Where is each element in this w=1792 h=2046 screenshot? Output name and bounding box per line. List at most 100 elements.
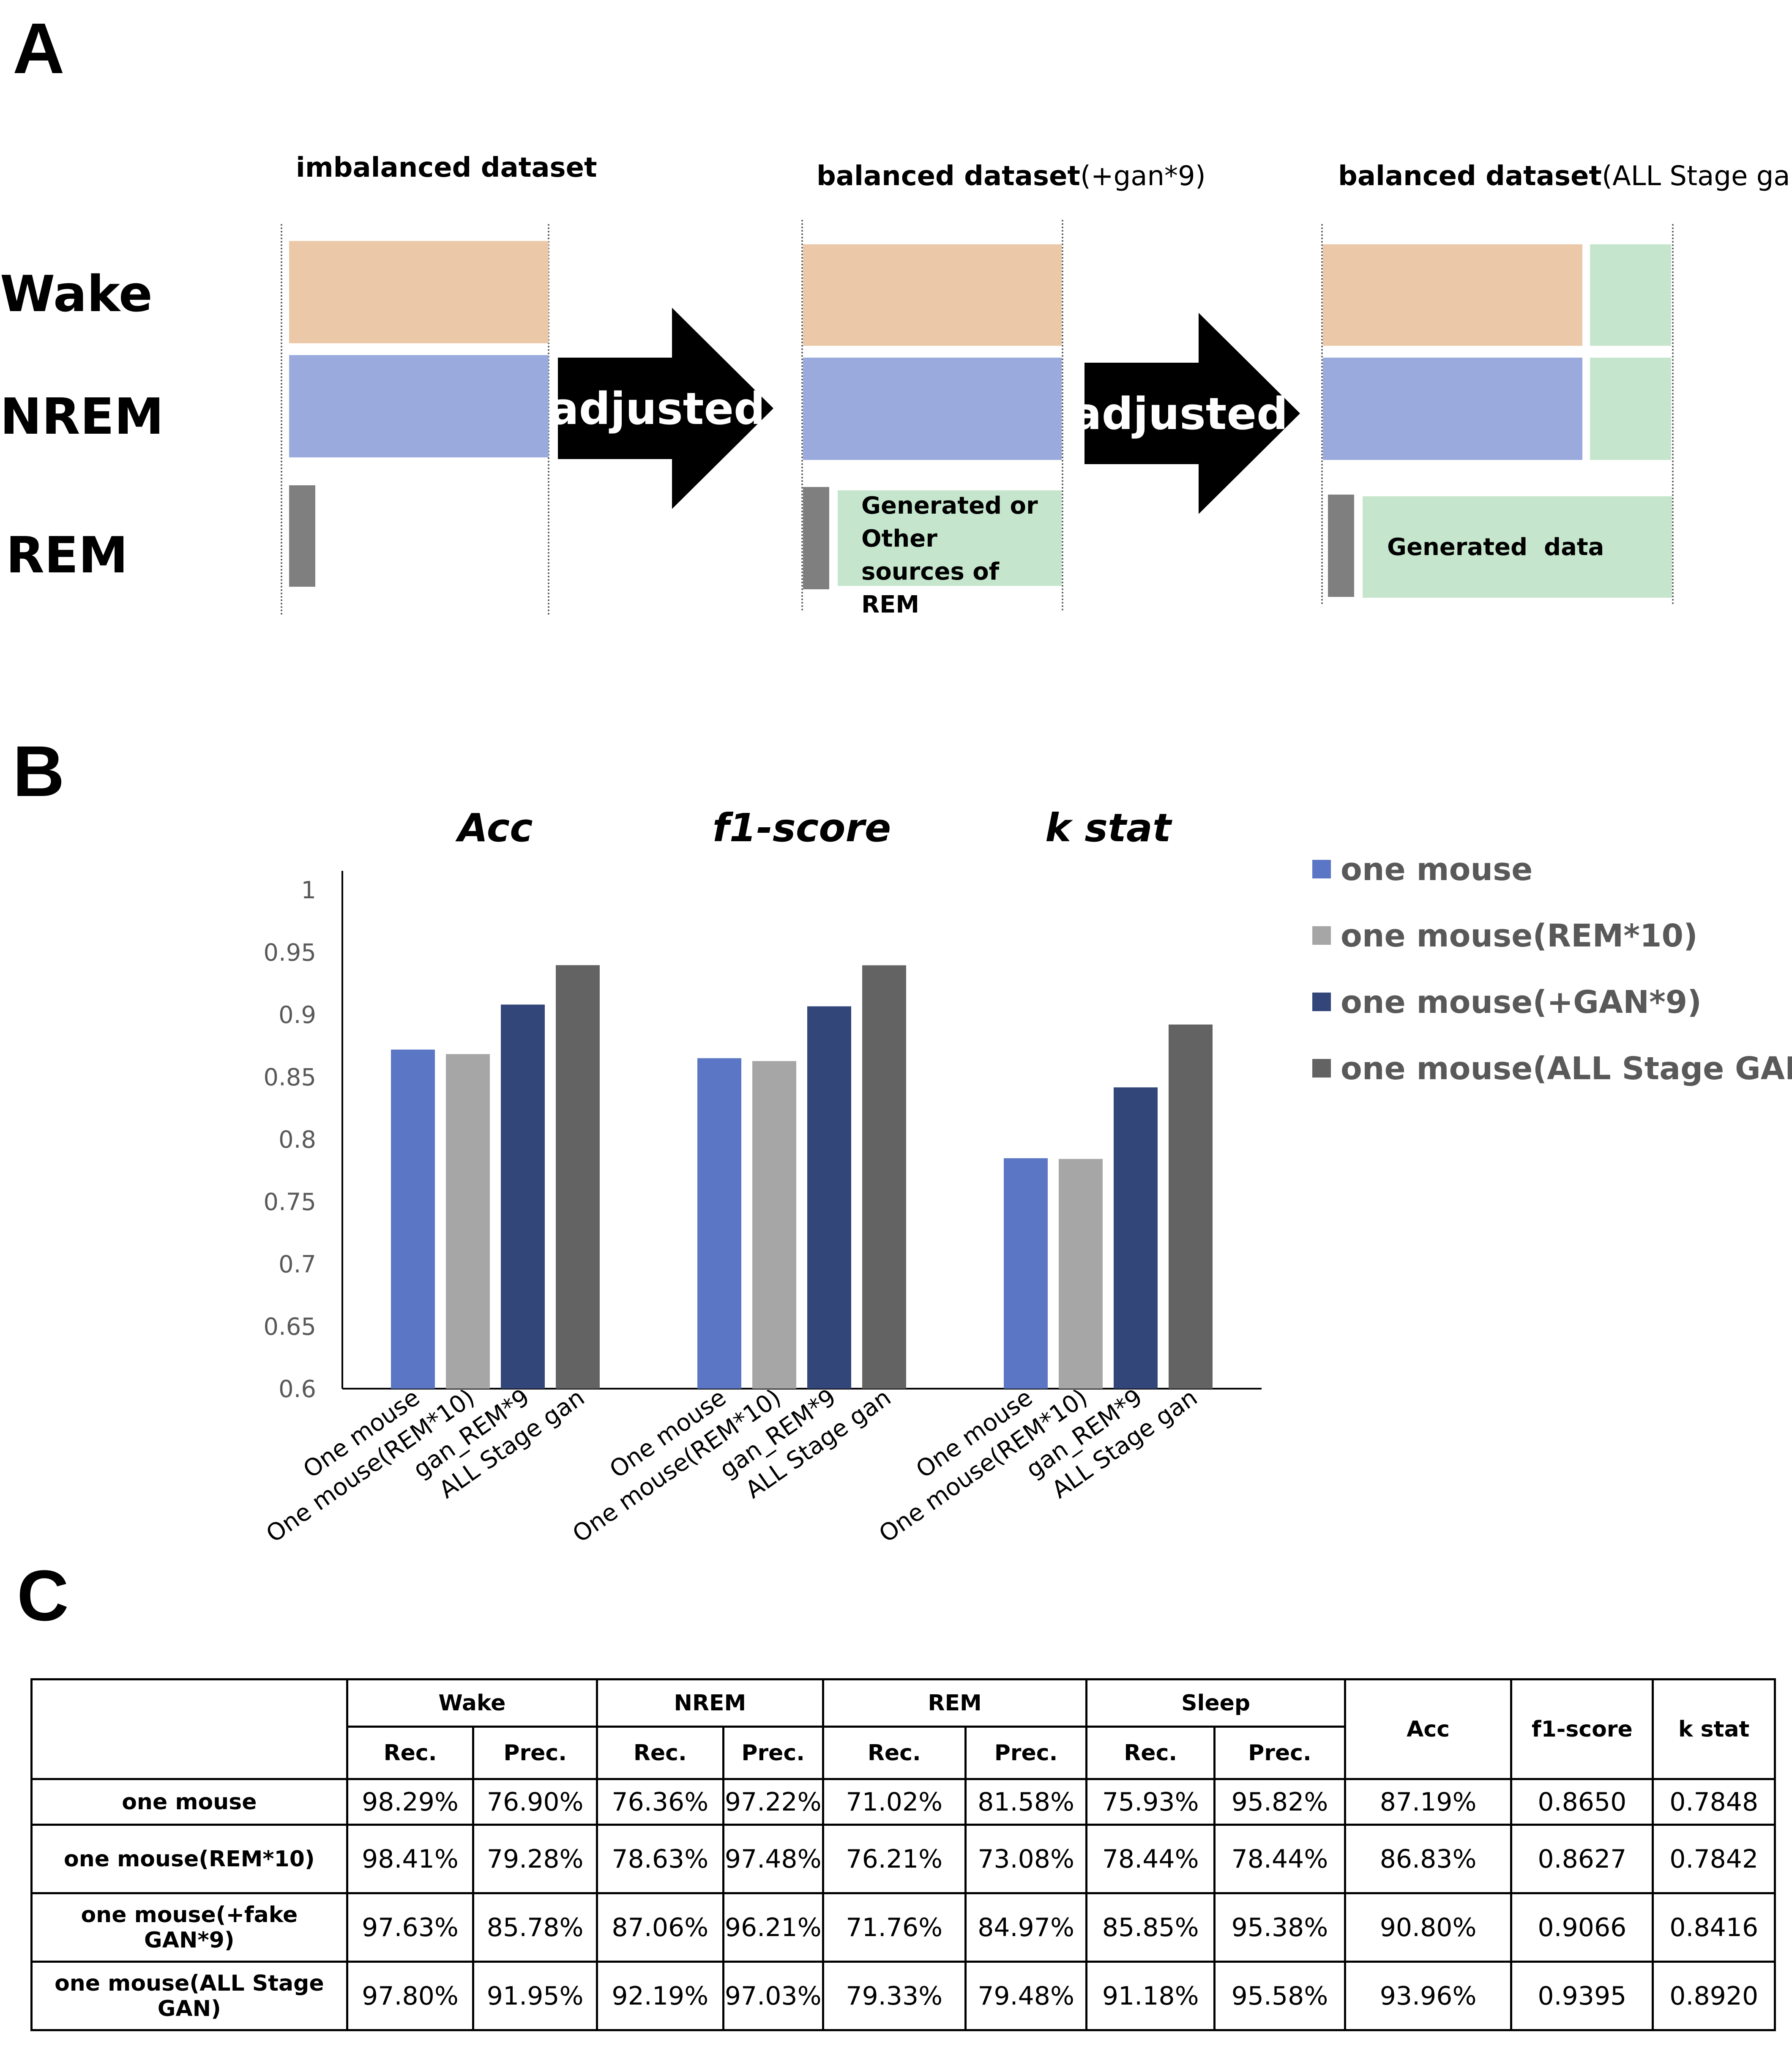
bar (1169, 1024, 1213, 1389)
table-cell: 71.76% (822, 1892, 967, 1963)
nrem-block (289, 355, 549, 457)
table-row-header: one mouse(REM*10) (30, 1824, 348, 1894)
bar (862, 965, 906, 1389)
table-col-header: f1-score (1510, 1678, 1654, 1780)
table-sub-header: Rec. (1085, 1726, 1216, 1780)
bar (807, 1006, 851, 1389)
nrem-block (803, 358, 1062, 460)
stage-label-nrem: NREM (0, 387, 164, 446)
bar (391, 1049, 435, 1389)
table-cell: 79.28% (472, 1824, 598, 1894)
table-row-header: one mouse (30, 1778, 348, 1826)
table-group-header: Wake (346, 1678, 598, 1728)
table-cell: 98.41% (346, 1824, 475, 1894)
bar (752, 1061, 796, 1389)
divider-line (1672, 224, 1674, 604)
legend-label: one mouse(+GAN*9) (1341, 984, 1702, 1020)
table-row-header: one mouse(+fake GAN*9) (30, 1892, 348, 1963)
table-sub-header: Prec. (964, 1726, 1088, 1780)
stage-label-rem: REM (6, 526, 128, 584)
bar (1059, 1159, 1103, 1389)
nrem-block (1323, 358, 1582, 460)
table-cell: 87.19% (1344, 1778, 1513, 1826)
generated-rem-block: Generated or Other sources of REM (838, 490, 1062, 618)
divider-line (548, 224, 549, 615)
panel-label-c: C (17, 1556, 69, 1636)
y-tick-label: 0.8 (279, 1126, 316, 1154)
y-tick-label: 0.6 (279, 1376, 316, 1403)
table-cell: 95.38% (1213, 1892, 1346, 1963)
table-cell: 97.22% (722, 1778, 824, 1826)
table-cell: 76.36% (596, 1778, 724, 1826)
arrow-label-2: adjusted (1084, 388, 1288, 440)
table-cell: 97.80% (346, 1961, 475, 2031)
title-balanced-all-suffix: (ALL Stage gan) (1602, 161, 1792, 192)
table-cell: 76.90% (472, 1778, 598, 1826)
generated-rem-block: Generated data (1363, 496, 1672, 598)
legend-swatch (1312, 1059, 1331, 1078)
table-cell: 0.7842 (1652, 1824, 1776, 1894)
title-balanced-gan-suffix: (+gan*9) (1080, 161, 1206, 192)
title-balanced-all-bold: balanced dataset (1338, 161, 1602, 192)
table-sub-header: Prec. (1213, 1726, 1346, 1780)
category-title: Acc (455, 805, 533, 851)
bar (446, 1054, 490, 1389)
table-col-header: Acc (1344, 1678, 1513, 1780)
table-cell: 84.97% (964, 1892, 1088, 1963)
bar (1114, 1087, 1158, 1389)
bar (697, 1058, 741, 1389)
table-cell: 98.29% (346, 1778, 475, 1826)
table-sub-header: Prec. (472, 1726, 598, 1780)
table-row-header: one mouse(ALL Stage GAN) (30, 1961, 348, 2031)
table-cell: 95.82% (1213, 1778, 1346, 1826)
table-sub-header: Rec. (346, 1726, 475, 1780)
table-cell: 86.83% (1344, 1824, 1513, 1894)
table-cell: 76.21% (822, 1824, 967, 1894)
legend-swatch (1312, 860, 1331, 878)
table-cell: 87.06% (596, 1892, 724, 1963)
divider-line (801, 220, 803, 611)
bar (501, 1004, 545, 1389)
table-cell: 0.9066 (1510, 1892, 1654, 1963)
rem-block (1328, 495, 1354, 597)
legend-label: one mouse(REM*10) (1341, 918, 1698, 954)
title-balanced-all-stage: balanced dataset(ALL Stage gan) (1338, 161, 1792, 192)
bar (1004, 1158, 1048, 1389)
title-imbalanced-dataset: imbalanced dataset (296, 152, 597, 183)
table-cell: 91.18% (1085, 1961, 1216, 2031)
stage-label-wake: Wake (0, 265, 153, 323)
divider-line (281, 224, 282, 615)
generated-rem-text: Generated or Other sources of REM (861, 492, 1038, 618)
table-cell: 78.63% (596, 1824, 724, 1894)
title-balanced-gan-bold: balanced dataset (817, 161, 1080, 192)
table-cell: 92.19% (596, 1961, 724, 2031)
table-cell: 0.8920 (1652, 1961, 1776, 2031)
table-cell: 0.8416 (1652, 1892, 1776, 1963)
table-cell: 96.21% (722, 1892, 824, 1963)
legend-swatch (1312, 993, 1331, 1011)
table-col-header: k stat (1652, 1678, 1776, 1780)
nrem-generated-block (1590, 358, 1671, 460)
table-cell: 97.63% (346, 1892, 475, 1963)
table-sub-header: Rec. (822, 1726, 967, 1780)
table-cell: 78.44% (1085, 1824, 1216, 1894)
y-tick-label: 0.9 (279, 1001, 316, 1029)
y-tick-label: 0.75 (263, 1189, 316, 1216)
generated-data-text: Generated data (1387, 533, 1604, 561)
adjusted-arrow-1: adjusted (558, 308, 773, 509)
wake-block (1323, 244, 1582, 346)
table-cell: 0.7848 (1652, 1778, 1776, 1826)
title-balanced-gan: balanced dataset(+gan*9) (817, 161, 1206, 192)
wake-generated-block (1590, 244, 1671, 346)
y-tick-label: 0.85 (263, 1064, 316, 1091)
table-cell: 73.08% (964, 1824, 1088, 1894)
table-cell: 0.8627 (1510, 1824, 1654, 1894)
table-cell: 78.44% (1213, 1824, 1346, 1894)
wake-block (803, 244, 1062, 346)
y-tick-label: 0.95 (263, 939, 316, 967)
panel-label-b: B (13, 731, 65, 812)
divider-line (1321, 224, 1323, 604)
y-tick-label: 0.7 (279, 1251, 316, 1278)
category-title: k stat (1045, 805, 1172, 851)
adjusted-arrow-2: adjusted (1084, 313, 1300, 514)
